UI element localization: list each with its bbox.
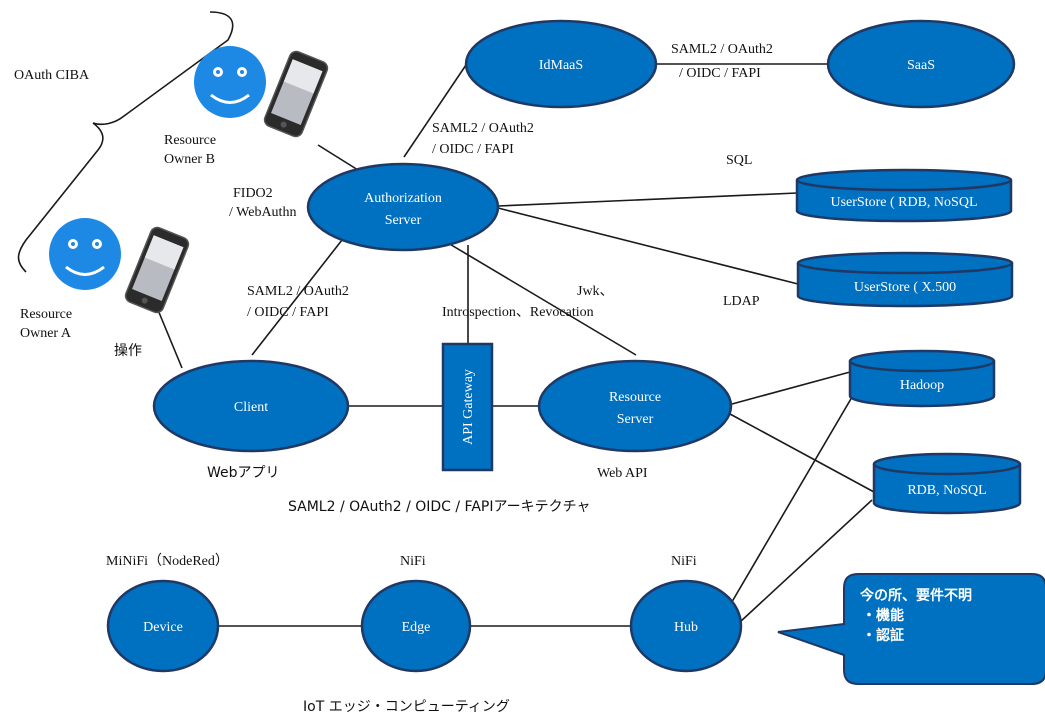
resource-owner-b-label-line1: Resource (164, 133, 216, 148)
resource-owner-b-face-icon (194, 46, 266, 118)
node-hub: Hub (629, 579, 743, 673)
edge-auth-idmaas (403, 61, 469, 158)
saml-idmaas-saas-label-line1: SAML2 / OAuth2 (671, 42, 773, 57)
resource-owner-a-face-icon (49, 218, 121, 290)
callout-line2: ・機能 (862, 607, 904, 624)
resource-server-label-line2: Server (617, 412, 654, 427)
node-saas: SaaS (826, 19, 1016, 109)
fido-label-line1: FIDO2 (233, 186, 273, 201)
edge-auth-userstore-x500 (497, 207, 799, 285)
architecture-caption: SAML2 / OAuth2 / OIDC / FAPIアーキテクチャ (288, 499, 591, 515)
edge-label: Edge (402, 620, 431, 635)
device-label: Device (143, 620, 183, 635)
minifi-label: MiNiFi（NodeRed） (106, 553, 229, 569)
node-device: Device (106, 579, 220, 673)
node-authorization-server: Authorization Server (306, 162, 500, 252)
edge-ownera-client (157, 309, 183, 369)
smartphone-a-icon (124, 226, 190, 314)
sql-label: SQL (726, 153, 752, 168)
userstore-x500-label: UserStore ( X.500 (854, 280, 956, 295)
nifi-edge-label: NiFi (400, 554, 426, 569)
idmaas-label: IdMaaS (539, 58, 583, 73)
web-app-label: Webアプリ (207, 465, 280, 481)
hub-label: Hub (674, 620, 698, 635)
edge-resource-rdb (729, 413, 875, 493)
edge-ownerb-auth (317, 144, 359, 171)
web-api-label: Web API (597, 466, 648, 481)
auth-server-label-line2: Server (385, 213, 422, 228)
edge-auth-client (251, 239, 343, 356)
requirements-callout: 今の所、要件不明 ・機能 ・認証 (777, 573, 1045, 685)
operation-label: 操作 (114, 343, 142, 359)
resource-owner-b-label-line2: Owner B (164, 152, 215, 167)
auth-server-label-line1: Authorization (364, 191, 442, 206)
resource-owner-a-label-line2: Owner A (20, 326, 72, 341)
resource-owner-a-label-line1: Resource (20, 307, 72, 322)
node-userstore-rdb: UserStore ( RDB, NoSQL (795, 168, 1013, 223)
node-edge: Edge (360, 579, 472, 673)
saml-auth-idmaas-label-line1: SAML2 / OAuth2 (432, 121, 534, 136)
resource-server-label-line1: Resource (609, 390, 661, 405)
edge-auth-resource (447, 242, 637, 356)
saml-auth-idmaas-label-line2: / OIDC / FAPI (432, 142, 514, 157)
edge-hub-hadoop (725, 379, 863, 613)
edge-resource-hadoop (731, 371, 851, 405)
rdb-nosql-label: RDB, NoSQL (907, 483, 986, 498)
node-userstore-x500: UserStore ( X.500 (796, 251, 1014, 308)
edge-hub-rdb (739, 499, 873, 623)
ldap-label: LDAP (723, 294, 760, 309)
node-resource-server: Resource Server (537, 359, 733, 453)
hadoop-label: Hadoop (900, 378, 944, 393)
introspection-label: Introspection、Revocation (442, 305, 594, 320)
node-api-gateway: API Gateway (441, 342, 494, 472)
api-gateway-label: API Gateway (461, 369, 476, 445)
saml-idmaas-saas-label-line2: / OIDC / FAPI (679, 66, 761, 81)
saml-client-label-line2: / OIDC / FAPI (247, 305, 329, 320)
node-idmaas: IdMaaS (464, 19, 658, 109)
jwk-label: Jwk、 (577, 284, 614, 299)
oauth-ciba-label: OAuth CIBA (14, 68, 90, 83)
nifi-hub-label: NiFi (671, 554, 697, 569)
labels: OAuth CIBA Resource Owner B Resource Own… (14, 42, 773, 715)
node-hadoop: Hadoop (848, 349, 996, 408)
saml-client-label-line1: SAML2 / OAuth2 (247, 284, 349, 299)
userstore-rdb-label: UserStore ( RDB, NoSQL (831, 195, 978, 210)
connectors (157, 61, 875, 627)
callout-line1: 今の所、要件不明 (859, 587, 972, 604)
node-rdb-nosql: RDB, NoSQL (872, 452, 1022, 515)
fido-label-line2: / WebAuthn (229, 205, 296, 220)
client-label: Client (234, 400, 268, 415)
callout-line3: ・認証 (862, 627, 904, 644)
oauth-ciba-brace (17, 11, 234, 273)
edge-auth-userstore-rdb (497, 192, 798, 207)
smartphone-b-icon (263, 50, 329, 138)
node-client: Client (152, 359, 350, 453)
saas-label: SaaS (907, 58, 935, 73)
iot-caption: IoT エッジ・コンピューティング (303, 699, 510, 715)
